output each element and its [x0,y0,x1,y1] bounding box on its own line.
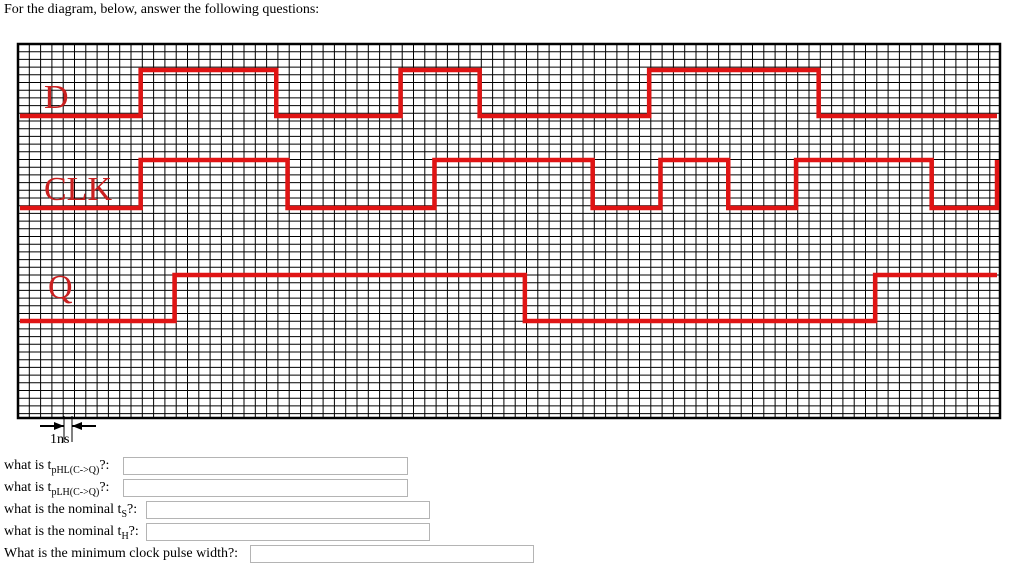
question-tsetup-answer-input[interactable] [146,501,430,519]
question-tplh-label: what is tpLH(C->Q)?: [4,478,109,498]
question-suffix: ?: [99,458,110,473]
question-tphl-label: what is tpHL(C->Q)?: [4,456,109,476]
question-min-pulse-width-label: What is the minimum clock pulse width?: [4,544,238,564]
question-text: what is the nominal t [4,502,122,517]
question-text: what is the nominal t [4,524,122,539]
waveform-q [20,272,997,324]
time-scale-marker: 1ns [40,416,96,447]
signal-label-d: D [44,79,69,116]
timing-diagram: D CLK Q 1ns [16,42,1002,447]
question-tplh-answer-input[interactable] [123,479,408,497]
question-text: what is t [4,480,52,495]
waveform-d [20,67,997,119]
question-text: what is t [4,458,52,473]
question-subscript: H [121,531,129,542]
timing-grid [16,42,1002,420]
question-suffix: ?: [127,502,138,517]
waveform-clk [20,157,1000,211]
question-tsetup-label: what is the nominal tS?: [4,500,137,520]
scale-label: 1ns [50,432,69,447]
signal-label-q: Q [48,269,73,306]
question-tphl-answer-input[interactable] [123,457,408,475]
question-subscript: S [121,509,127,520]
question-subscript: pHL(C->Q) [51,465,100,476]
question-thold-answer-input[interactable] [146,523,430,541]
signal-label-clk: CLK [44,171,112,208]
instructions-text: For the diagram, below, answer the follo… [4,2,320,17]
question-min-pulse-width-answer-input[interactable] [250,545,534,563]
question-suffix: ?: [128,524,139,539]
question-text: What is the minimum clock pulse width?: [4,546,239,561]
question-subscript: pLH(C->Q) [51,487,100,498]
question-thold-label: what is the nominal tH?: [4,522,139,542]
question-suffix: ?: [99,480,110,495]
